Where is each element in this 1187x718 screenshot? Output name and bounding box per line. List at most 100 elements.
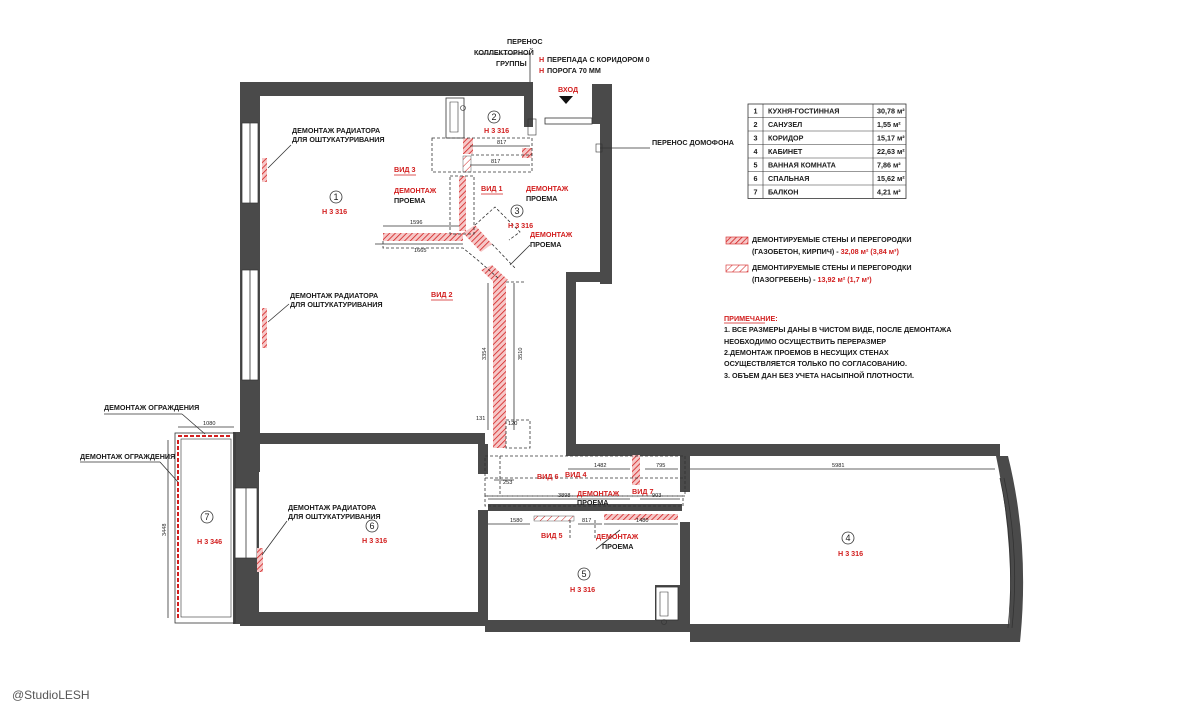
- rooms-table-area-7: 4,21 м²: [877, 188, 901, 197]
- dim-253: 253: [503, 480, 512, 486]
- radiator-note-1-line2: ДЛЯ ОШТУКАТУРИВАНИЯ: [292, 135, 385, 144]
- notes-line-2: НЕОБХОДИМО ОСУЩЕСТВИТЬ ПЕРЕРАЗМЕР: [724, 337, 886, 346]
- radiator-note-2-line2: ДЛЯ ОШТУКАТУРИВАНИЯ: [290, 300, 383, 309]
- legend-1-volume: 32,08 м² (3,84 м³): [841, 247, 900, 256]
- demolition-walls: [383, 138, 678, 522]
- opening-label-3: ПРОЕМА: [530, 240, 561, 249]
- radiator-note-1-line1: ДЕМОНТАЖ РАДИАТОРА: [292, 126, 380, 135]
- demolition-label-2: ДЕМОНТАЖ: [526, 184, 569, 193]
- dim-1596: 1596: [410, 220, 422, 226]
- dim-817-b: 817: [491, 159, 500, 165]
- room-4-height: Н 3 316: [838, 549, 863, 558]
- room-7-height: Н 3 346: [197, 537, 222, 546]
- rooms-table-name-7: БАЛКОН: [768, 188, 798, 197]
- entrance-label: ВХОД: [558, 85, 578, 94]
- opening-label-1: ПРОЕМА: [394, 196, 425, 205]
- room-7-number: 7: [204, 512, 209, 522]
- view-6-label: ВИД 6: [537, 472, 558, 481]
- dim-795: 795: [656, 463, 665, 469]
- h-mark-1: Н: [539, 55, 544, 64]
- room-1-height: Н 3 316: [322, 207, 347, 216]
- dimension-values: 817 817 1596 1665 3354 3510 131 120 1482…: [162, 140, 844, 536]
- rooms-table-num-4: 4: [754, 147, 758, 156]
- dimension-lines: [167, 145, 995, 618]
- demolition-label-3: ДЕМОНТАЖ: [530, 230, 573, 239]
- dim-3510: 3510: [518, 348, 524, 360]
- windows: [234, 122, 1016, 629]
- leader-lines: [80, 53, 650, 556]
- dashed-openings: [382, 137, 686, 540]
- top-notes: ПЕРЕНОС КОЛЛЕКТОРНОЙ ГРУППЫ Н ПЕРЕПАДА С…: [474, 37, 734, 147]
- dim-131: 131: [476, 416, 485, 422]
- radiator-note-3-line1: ДЕМОНТАЖ РАДИАТОРА: [288, 503, 376, 512]
- view-4-label: ВИД 4: [565, 470, 586, 479]
- dim-1480: 1480: [636, 518, 648, 524]
- radiator-note-3-line2: ДЛЯ ОШТУКАТУРИВАНИЯ: [288, 512, 381, 521]
- rooms-table-name-1: КУХНЯ-ГОСТИННАЯ: [768, 107, 839, 116]
- rooms-table-num-7: 7: [754, 188, 758, 197]
- dim-817-a: 817: [497, 140, 506, 146]
- dim-1482: 1482: [594, 463, 606, 469]
- rooms-table-area-5: 7,86 м²: [877, 161, 901, 170]
- collector-note-line3: ГРУППЫ: [496, 59, 527, 68]
- legend-swatch-tongue: [725, 264, 749, 273]
- rooms-table-area-3: 15,17 м²: [877, 134, 905, 143]
- dim-3354: 3354: [482, 348, 488, 360]
- room-2-number: 2: [491, 112, 496, 122]
- view-7-label: ВИД 7: [632, 487, 653, 496]
- h-mark-2: Н: [539, 66, 544, 75]
- dim-817-c: 817: [582, 518, 591, 524]
- dim-5981: 5981: [832, 463, 844, 469]
- room-5-number: 5: [581, 569, 586, 579]
- legend-2-material: (ПАЗОГРЕБЕНЬ) -: [752, 275, 818, 284]
- room-3-number: 3: [514, 206, 519, 216]
- railing-note-1: ДЕМОНТАЖ ОГРАЖДЕНИЯ: [104, 403, 199, 412]
- legend-1-line2: (ГАЗОБЕТОН, КИРПИЧ) - 32,08 м² (3,84 м³): [752, 247, 899, 256]
- rooms-table-name-5: ВАННАЯ КОМНАТА: [768, 161, 836, 170]
- legend-2-line2: (ПАЗОГРЕБЕНЬ) - 13,92 м² (1,7 м³): [752, 275, 872, 284]
- legend: ДЕМОНТИРУЕМЫЕ СТЕНЫ И ПЕРЕГОРОДКИ (ГАЗОБ…: [725, 235, 912, 284]
- demolition-label-4: ДЕМОНТАЖ: [577, 489, 620, 498]
- room-5-height: Н 3 316: [570, 585, 595, 594]
- room-labels: 1 Н 3 316 2 Н 3 316 3 Н 3 316 4 Н 3 316 …: [197, 110, 863, 594]
- entrance-door: [544, 96, 593, 125]
- dim-1665: 1665: [414, 248, 426, 254]
- room-2-height: Н 3 316: [484, 126, 509, 135]
- rooms-table-num-2: 2: [754, 120, 758, 129]
- collector-note-line2: КОЛЛЕКТОРНОЙ: [474, 48, 534, 57]
- rooms-table-num-1: 1: [754, 107, 758, 116]
- opening-label-2: ПРОЕМА: [526, 194, 557, 203]
- dim-903: 903: [652, 493, 661, 499]
- balcony: [174, 432, 236, 624]
- legend-1-material: (ГАЗОБЕТОН, КИРПИЧ) -: [752, 247, 841, 256]
- rooms-table-name-4: КАБИНЕТ: [768, 147, 803, 156]
- room-4-number: 4: [845, 533, 850, 543]
- rooms-table-name-3: КОРИДОР: [768, 134, 804, 143]
- view-2-label: ВИД 2: [431, 290, 452, 299]
- railing-note-2: ДЕМОНТАЖ ОГРАЖДЕНИЯ: [80, 452, 175, 461]
- rooms-table-area-1: 30,78 м²: [877, 107, 905, 116]
- legend-1-line1: ДЕМОНТИРУЕМЫЕ СТЕНЫ И ПЕРЕГОРОДКИ: [752, 235, 912, 244]
- room-1-number: 1: [333, 192, 338, 202]
- room-6-height: Н 3 316: [362, 536, 387, 545]
- watermark: @StudioLESH: [12, 688, 90, 702]
- rooms-table-name-6: СПАЛЬНАЯ: [768, 174, 809, 183]
- dim-1080: 1080: [203, 421, 215, 427]
- demolition-label-1: ДЕМОНТАЖ: [394, 186, 437, 195]
- view-1-label: ВИД 1: [481, 184, 502, 193]
- notes-line-4: ОСУЩЕСТВЛЯЕТСЯ ТОЛЬКО ПО СОГЛАСОВАНИЮ.: [724, 359, 907, 368]
- threshold-note: ПОРОГА 70 ММ: [547, 66, 601, 75]
- plan-annotations: ДЕМОНТАЖ РАДИАТОРА ДЛЯ ОШТУКАТУРИВАНИЯ Д…: [80, 126, 653, 551]
- dim-3448: 3448: [162, 524, 168, 536]
- dim-120: 120: [508, 421, 517, 427]
- collector-note-line1: ПЕРЕНОС: [507, 37, 543, 46]
- notes-line-5: 3. ОБЪЕМ ДАН БЕЗ УЧЕТА НАСЫПНОЙ ПЛОТНОСТ…: [724, 371, 914, 380]
- rooms-table-name-2: САНУЗЕЛ: [768, 120, 802, 129]
- dim-1580: 1580: [510, 518, 522, 524]
- rooms-table-area-2: 1,55 м²: [877, 120, 901, 129]
- demolition-label-5: ДЕМОНТАЖ: [596, 532, 639, 541]
- legend-2-volume: 13,92 м² (1,7 м³): [818, 275, 873, 284]
- rooms-table-area-4: 22,63 м²: [877, 147, 905, 156]
